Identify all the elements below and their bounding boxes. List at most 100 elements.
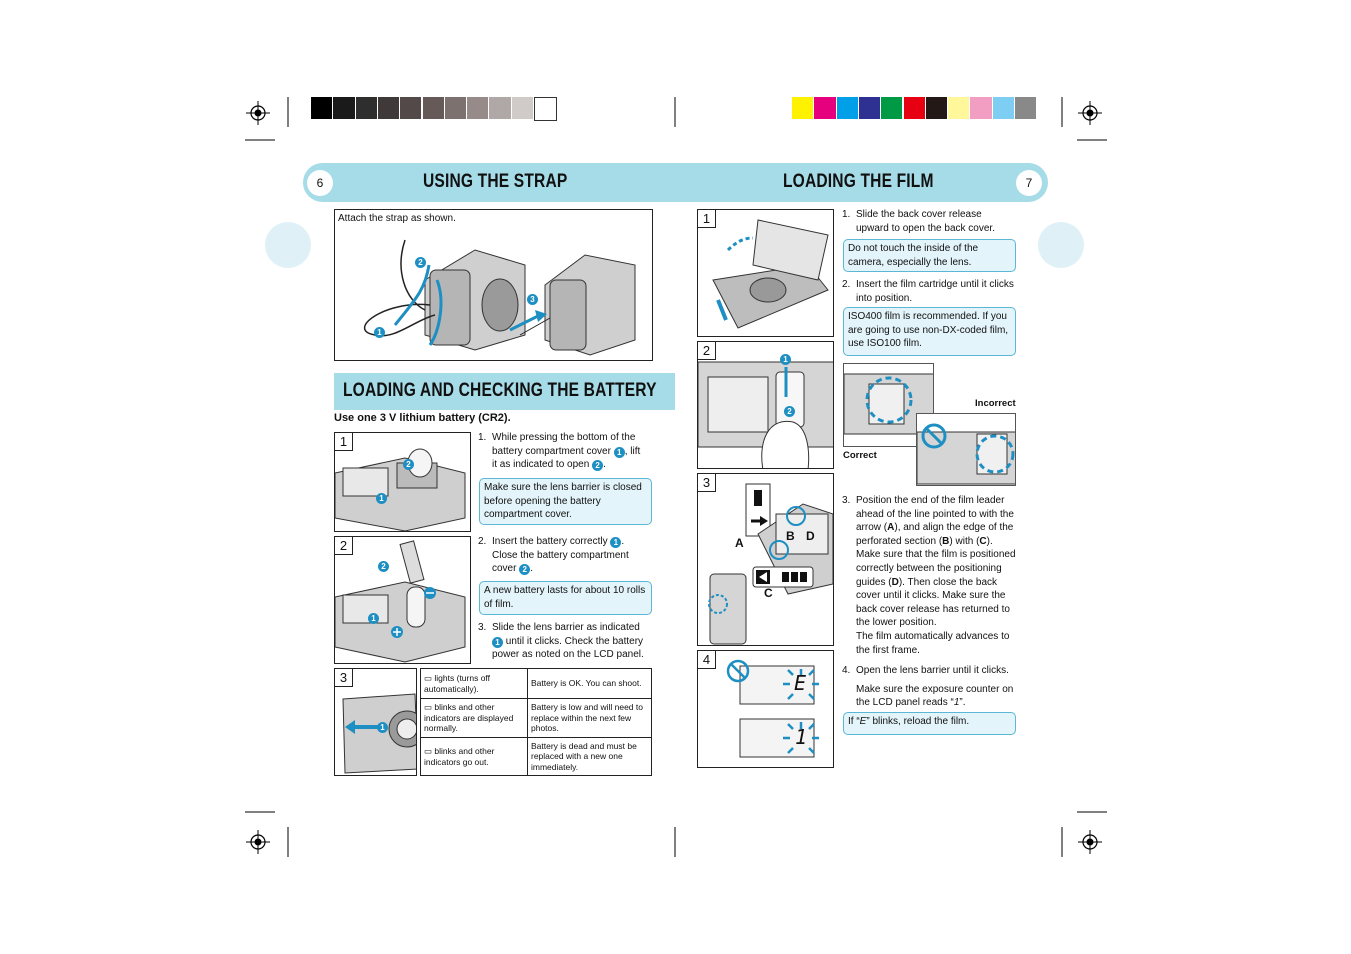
figure-label-a: A <box>735 536 744 550</box>
battery-figure-3: 3 1 <box>334 668 417 776</box>
film-illustration-1 <box>712 219 829 329</box>
circle-number-1: 1 <box>377 722 388 733</box>
battery-subtitle: Use one 3 V lithium battery (CR2). <box>334 412 511 424</box>
film-correct-illustration <box>844 373 933 435</box>
lcd-counter-e: E <box>794 671 807 695</box>
film-note-2: ISO400 film is recommended. If you are g… <box>843 307 1016 356</box>
circle-number-1: 1 <box>374 327 385 338</box>
battery-illustration-1 <box>335 448 466 531</box>
film-incorrect-illustration <box>917 423 1015 485</box>
color-swatch <box>422 97 444 119</box>
figure-step-number: 3 <box>698 474 716 492</box>
battery-illustration-2 <box>335 540 466 663</box>
film-illustration-4 <box>726 659 819 758</box>
section-title-film: LOADING THE FILM <box>783 171 934 192</box>
page-number-left: 6 <box>307 170 333 196</box>
film-step-2: 2.Insert the film cartridge until it cli… <box>842 279 1014 304</box>
table-cell: ▭ lights (turns off automatically). <box>420 668 528 699</box>
color-swatch <box>467 97 489 119</box>
color-swatch <box>377 97 400 119</box>
film-illustration-3 <box>708 483 833 645</box>
table-cell: ▭ blinks and other indicators are displa… <box>420 698 528 738</box>
thumb-tab-left <box>265 222 311 268</box>
figure-label-d: D <box>806 529 815 543</box>
color-swatch <box>489 97 511 119</box>
strap-illustration <box>363 239 636 356</box>
circle-number-1: 1 <box>492 636 503 648</box>
battery-step-3: 3.Slide the lens barrier as indicated 1 … <box>478 622 644 661</box>
film-figure-2: 2 1 2 <box>697 341 834 469</box>
color-swatch <box>948 97 970 119</box>
registration-mark-top-right <box>1078 101 1102 125</box>
circle-number-3: 3 <box>527 294 538 305</box>
label-incorrect: Incorrect <box>975 398 1016 409</box>
table-row: ▭ blinks and other indicators go out. Ba… <box>420 737 652 776</box>
film-figure-4: 4 E 1 <box>697 650 834 768</box>
battery-illustration-3 <box>342 693 416 774</box>
film-step-3: 3.Position the end of the film leader ah… <box>842 495 1016 656</box>
circle-number-1: 1 <box>610 537 622 548</box>
color-swatch <box>903 97 925 119</box>
color-swatch <box>792 97 814 119</box>
film-note-3: If “E” blinks, reload the film. <box>843 712 1016 735</box>
circle-number-1: 1 <box>368 613 379 624</box>
page-number-right: 7 <box>1016 170 1042 196</box>
lcd-counter-1: 1 <box>795 725 808 749</box>
color-swatch <box>1015 97 1037 119</box>
color-swatch <box>311 97 333 119</box>
circle-number-2: 2 <box>415 257 426 268</box>
table-row: ▭ lights (turns off automatically). Batt… <box>420 668 652 699</box>
strap-caption: Attach the strap as shown. <box>338 213 456 224</box>
figure-label-c: C <box>764 586 773 600</box>
film-step-1: 1.Slide the back cover release upward to… <box>842 209 995 234</box>
battery-step-2: 2.Insert the battery correctly 1. Close … <box>478 536 629 576</box>
circle-number-2: 2 <box>403 459 414 470</box>
color-swatch <box>333 97 355 119</box>
section-title-strap: USING THE STRAP <box>423 171 568 192</box>
color-swatch <box>400 97 422 119</box>
figure-label-b: B <box>786 529 795 543</box>
film-figure-1: 1 <box>697 209 834 337</box>
battery-full-icon: ▭ <box>424 673 433 683</box>
table-cell: Battery is dead and must be replaced wit… <box>527 737 652 776</box>
color-swatch <box>836 97 858 119</box>
strap-figure: Attach the strap as shown. 2 1 3 <box>334 209 653 361</box>
color-swatch <box>511 97 533 119</box>
label-correct: Correct <box>843 450 877 461</box>
circle-number-2: 2 <box>592 460 604 472</box>
figure-step-number: 4 <box>698 651 716 669</box>
circle-number-1: 1 <box>780 354 791 365</box>
battery-step-1: 1.While pressing the bottom of the batte… <box>478 432 641 472</box>
battery-status-table: ▭ lights (turns off automatically). Batt… <box>420 668 652 776</box>
color-swatch <box>814 97 836 119</box>
color-swatch <box>881 97 903 119</box>
battery-note-1: Make sure the lens barrier is closed bef… <box>479 478 652 525</box>
film-illustration-2 <box>698 361 833 468</box>
figure-step-number: 2 <box>335 537 353 555</box>
table-row: ▭ blinks and other indicators are displa… <box>420 698 652 738</box>
figure-step-number: 1 <box>698 210 716 228</box>
color-swatch <box>858 97 881 119</box>
circle-number-2: 2 <box>519 564 531 576</box>
circle-number-1: 1 <box>376 493 387 504</box>
battery-empty-icon: ▭ <box>424 746 433 756</box>
color-swatch <box>992 97 1014 119</box>
film-figure-3: 3 A B D C <box>697 473 834 646</box>
color-swatch <box>534 97 558 121</box>
battery-low-icon: ▭ <box>424 702 433 713</box>
circle-number-2: 2 <box>378 561 389 572</box>
color-swatch <box>970 97 992 119</box>
battery-section-title: LOADING AND CHECKING THE BATTERY <box>343 380 657 401</box>
battery-figure-1: 1 2 1 <box>334 432 471 532</box>
film-incorrect-figure <box>916 413 1016 486</box>
table-cell: Battery is low and will need to replace … <box>527 698 652 738</box>
figure-step-number: 3 <box>335 669 353 687</box>
color-swatch <box>444 97 467 119</box>
film-note-1: Do not touch the inside of the camera, e… <box>843 239 1016 272</box>
figure-step-number: 2 <box>698 342 716 360</box>
battery-note-2: A new battery lasts for about 10 rolls o… <box>479 581 652 615</box>
battery-figure-2: 2 2 1 <box>334 536 471 664</box>
color-swatch <box>925 97 948 119</box>
crop-marks <box>245 97 1107 857</box>
circle-number-2: 2 <box>784 406 795 417</box>
